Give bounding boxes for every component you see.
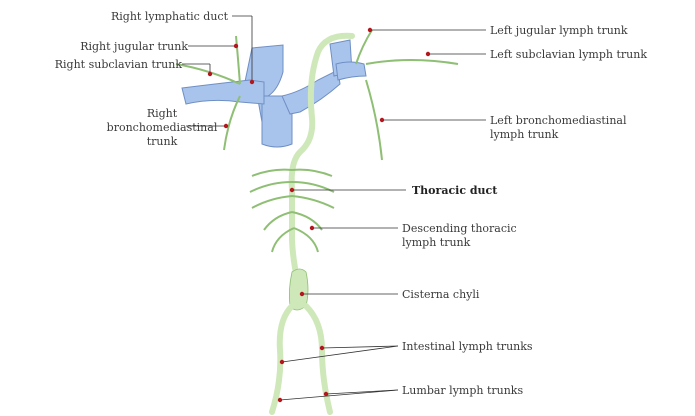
left-broncho-vessel [366, 80, 382, 160]
label-right-subclavian-trunk: Right subclavian trunk [55, 58, 183, 71]
label-right-lymphatic-duct: Right lymphatic duct [111, 10, 229, 23]
intestinal-trunk-left [272, 306, 292, 412]
left-subclavian-vein [336, 62, 366, 80]
label-descending-line2: lymph trunk [402, 236, 471, 249]
label-left-subclavian-trunk: Left subclavian lymph trunk [490, 48, 647, 61]
right-broncho-vessel [224, 96, 240, 150]
label-right-broncho-line3: trunk [147, 135, 178, 148]
label-left-broncho-line2: lymph trunk [490, 128, 559, 141]
marker-descending-trunk [310, 226, 314, 230]
right-jugular-vessel [236, 36, 240, 84]
marker-left-broncho-trunk [380, 118, 384, 122]
marker-right-lymphatic-duct [250, 80, 254, 84]
marker-right-subclavian-trunk [208, 72, 212, 76]
label-left-broncho-line1: Left bronchomediastinal [490, 114, 627, 127]
left-jugular-vessel [356, 30, 372, 64]
marker-left-subclavian-trunk [426, 52, 430, 56]
label-intestinal-trunks: Intestinal lymph trunks [402, 340, 533, 353]
label-right-jugular-trunk: Right jugular trunk [80, 40, 188, 53]
marker-lumbar-left [278, 398, 282, 402]
label-cisterna-chyli: Cisterna chyli [402, 288, 480, 301]
label-right-broncho-line1: Right [147, 107, 178, 120]
marker-intestinal-right [320, 346, 324, 350]
label-right-broncho-line2: bronchomediastinal [107, 121, 218, 134]
marker-left-jugular-trunk [368, 28, 372, 32]
marker-thoracic-duct [290, 188, 294, 192]
marker-lumbar-right [324, 392, 328, 396]
label-thoracic-duct: Thoracic duct [412, 184, 498, 197]
marker-right-broncho-trunk [224, 124, 228, 128]
label-descending-line1: Descending thoracic [402, 222, 517, 235]
marker-right-jugular-trunk [234, 44, 238, 48]
marker-cisterna-chyli [300, 292, 304, 296]
marker-intestinal-left [280, 360, 284, 364]
thoracic-duct-descending [292, 190, 298, 282]
left-subclavian-vessel [366, 60, 458, 64]
label-lumbar-trunks: Lumbar lymph trunks [402, 384, 523, 397]
label-left-jugular-trunk: Left jugular lymph trunk [490, 24, 628, 37]
